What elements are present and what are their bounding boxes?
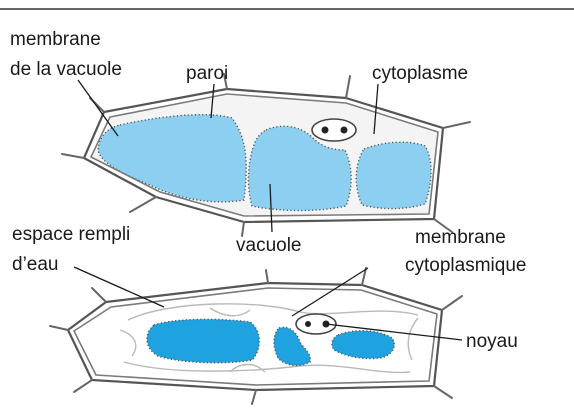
cell-bottom: [50, 268, 462, 404]
cell-bottom-wall-extension: [442, 296, 462, 310]
cell-top-nucleus: [312, 119, 356, 141]
cell-bottom-wall-extension: [434, 386, 452, 398]
label-membrane-vacuole-line2: de la vacuole: [10, 59, 122, 80]
cell-top-wall-extension: [242, 222, 244, 236]
cell-bottom-vacuole-right: [332, 331, 394, 359]
cytoplasm-strand: [210, 308, 250, 316]
label-membrane-cytoplasmique-line2: cytoplasmique: [405, 255, 526, 276]
cytoplasm-strand: [120, 330, 136, 356]
leader-membrane-cyto: [292, 268, 368, 316]
cytoplasm-strand: [128, 304, 418, 320]
cell-bottom-wall-extension: [252, 390, 256, 404]
cell-bottom-wall-extension: [266, 270, 268, 283]
cell-bottom-wall-extension: [74, 380, 92, 392]
label-vacuole: vacuole: [236, 235, 302, 256]
cytoplasm-strand: [124, 362, 410, 372]
cell-top: [62, 74, 470, 236]
cell-top-wall-extension: [346, 76, 350, 98]
label-noyau: noyau: [466, 331, 518, 352]
label-membrane-cytoplasmique-line1: membrane: [415, 227, 506, 248]
cell-bottom-nucleolus-1: [305, 321, 311, 327]
cell-bottom-wall-extension: [92, 288, 106, 302]
cell-top-wall-extension: [62, 154, 84, 158]
cell-bottom-wall-extension: [50, 326, 68, 330]
cell-top-vacuole-right: [356, 142, 431, 208]
cell-top-wall-extension: [443, 122, 470, 128]
label-paroi: paroi: [186, 63, 228, 84]
cell-top-vacuole-left: [98, 115, 246, 202]
cytoplasm-strand: [408, 318, 418, 360]
label-cytoplasme: cytoplasme: [372, 63, 468, 84]
cell-top-nucleolus-1: [322, 127, 329, 134]
cell-top-wall-extension: [130, 197, 156, 212]
cell-bottom-vacuole-left: [147, 319, 259, 362]
cell-top-nucleolus-2: [341, 127, 348, 134]
label-espace-line2: d’eau: [12, 254, 59, 275]
label-membrane-vacuole-line1: membrane: [10, 29, 101, 50]
label-espace-line1: espace rempli: [12, 224, 130, 245]
